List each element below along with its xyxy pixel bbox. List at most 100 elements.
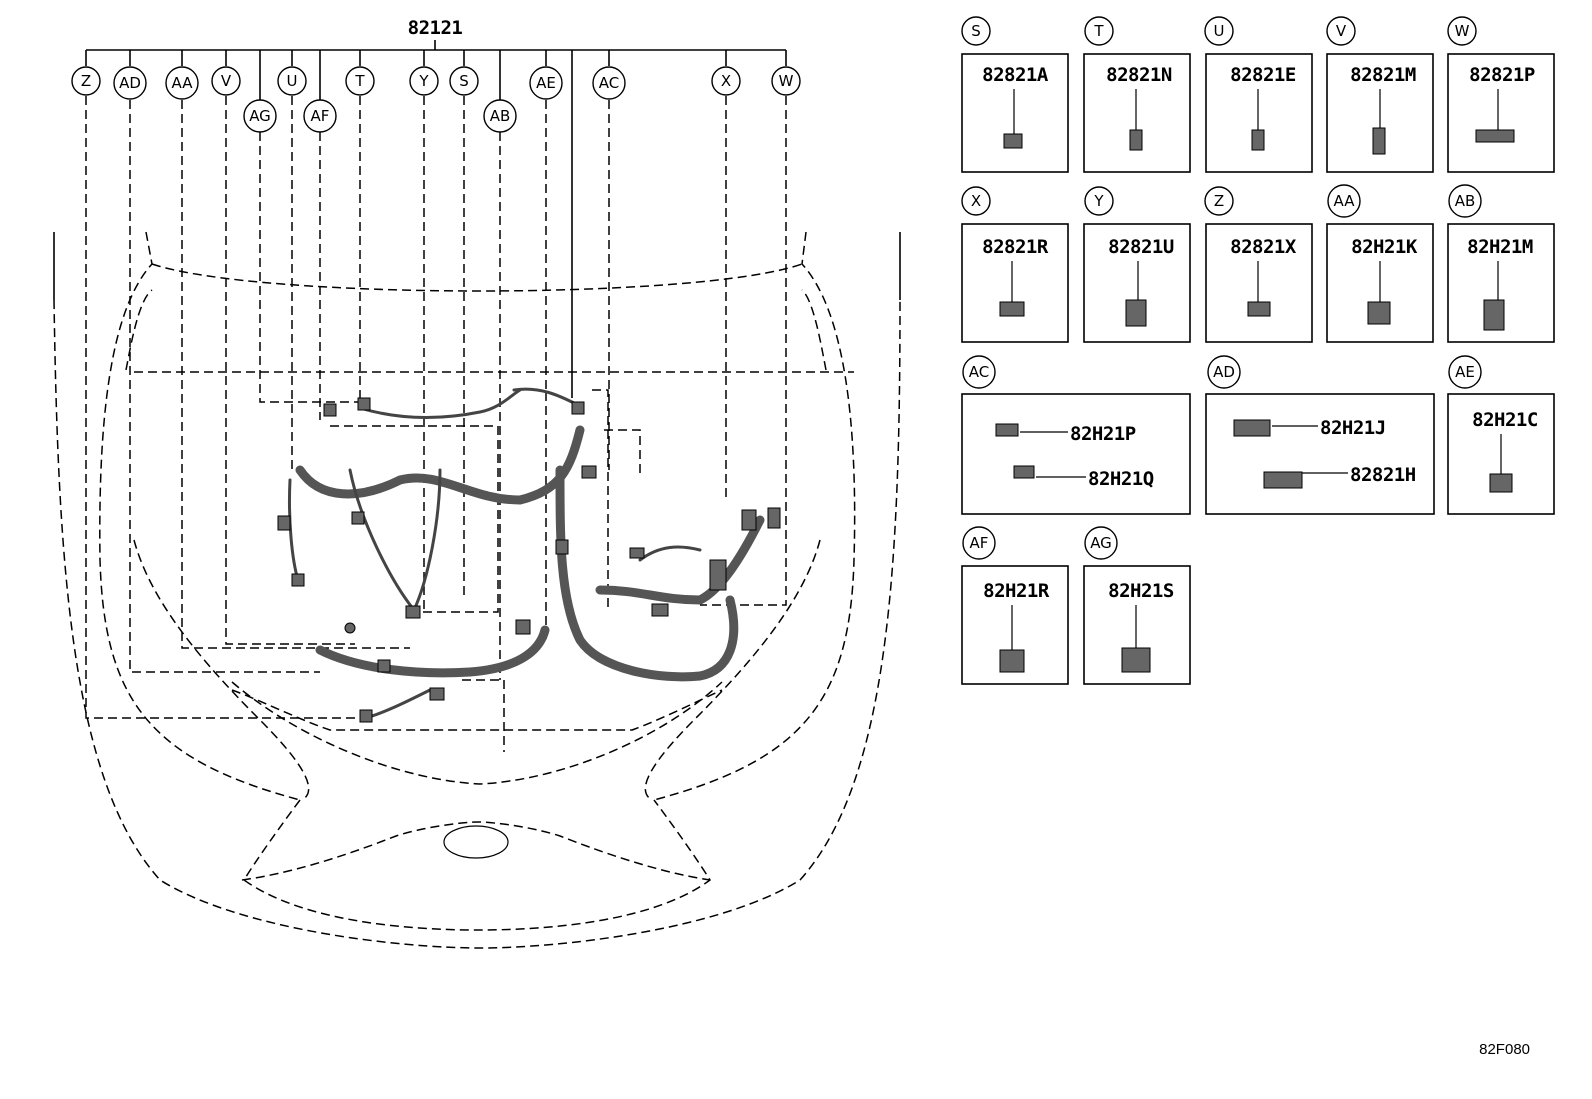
callout-label: Y [1093,192,1104,210]
wire-harness [277,387,781,723]
part-box-y[interactable]: Y 82821U [1083,186,1191,343]
part-number[interactable]: 82H21R [983,580,1050,602]
connector-icon [1233,419,1271,437]
callout-s[interactable]: S [449,66,479,96]
callout-label: S [971,22,981,40]
figure-code: 82F080 [1479,1041,1530,1058]
part-box-w[interactable]: W 82821P [1447,16,1555,173]
callout-label: AE [536,74,556,92]
part-number[interactable]: 82H21C [1472,409,1538,431]
part-box-t[interactable]: T 82821N [1083,16,1191,173]
part-number[interactable]: 82821E [1230,64,1296,86]
part-number[interactable]: 82821N [1106,64,1172,86]
callout-label: AA [1334,192,1356,210]
part-box-u[interactable]: U 82821E [1204,16,1313,173]
callout-v[interactable]: V [211,66,241,96]
callout-label: AB [490,107,511,125]
part-box-s[interactable]: S 82821A [961,16,1069,173]
part-number[interactable]: 82821R [982,236,1049,258]
part-box-ac[interactable]: AC 82H21P 82H21Q [961,355,1191,515]
callout-label: X [721,72,731,90]
callout-label: W [779,72,794,90]
part-box-x[interactable]: X 82821R [961,186,1069,343]
leader-lines [85,96,854,752]
part-number[interactable]: 82H21M [1467,236,1533,258]
part-number[interactable]: 82H21K [1351,236,1418,258]
callout-af[interactable]: AF [303,99,337,133]
connector-icon [995,423,1019,437]
callout-label: AG [249,107,271,125]
callout-ab[interactable]: AB [483,99,517,133]
main-part-number[interactable]: 82121 [408,17,463,39]
callout-ae[interactable]: AE [529,66,563,100]
connector-icon [999,649,1025,673]
part-box-v[interactable]: V 82821M [1326,16,1434,173]
part-number[interactable]: 82H21Q [1088,468,1154,490]
callout-ag[interactable]: AG [243,99,277,133]
part-number[interactable]: 82H21J [1320,417,1386,439]
callout-label: AD [119,74,141,92]
callout-label: U [287,72,298,90]
vehicle-outline [53,231,901,949]
callout-label: V [221,72,232,90]
callout-z[interactable]: Z [71,66,101,96]
callout-label: AA [172,74,194,92]
connector-icon [1003,133,1023,149]
callout-label: AF [311,107,330,125]
callout-w[interactable]: W [771,66,801,96]
connector-icon [1247,301,1271,317]
part-box-aa[interactable]: AA 82H21K [1326,184,1434,343]
callout-label: AB [1455,192,1476,210]
connector-icon [1367,301,1391,325]
connector-icon [1475,129,1515,143]
connector-icon [1121,647,1151,673]
callout-label: AD [1213,363,1235,381]
connector-icon [1263,471,1303,489]
part-box-ae[interactable]: AE 82H21C [1447,355,1555,515]
part-number[interactable]: 82H21P [1070,423,1136,445]
connector-icon [1483,299,1505,331]
connector-icon [1251,129,1265,151]
part-number[interactable]: 82H21S [1108,580,1174,602]
connector-icon [1129,129,1143,151]
callout-label: Z [1214,192,1224,210]
connector-icon [1372,127,1386,155]
connector-icon [1489,473,1513,493]
callout-label: V [1336,22,1347,40]
part-box-af[interactable]: AF 82H21R [961,526,1069,685]
callout-ad[interactable]: AD [113,66,147,100]
callout-x[interactable]: X [711,66,741,96]
callout-t[interactable]: T [345,66,375,96]
part-box-ab[interactable]: AB 82H21M [1447,184,1555,343]
callout-ac[interactable]: AC [592,66,626,100]
callout-label: AF [970,534,989,552]
callout-label: W [1455,22,1470,40]
callout-u[interactable]: U [277,66,307,96]
connector-icon [1125,299,1147,327]
part-box-ag[interactable]: AG 82H21S [1083,526,1191,685]
callout-label: AC [599,74,619,92]
callout-label: T [354,72,365,90]
part-number[interactable]: 82821A [982,64,1049,86]
connector-icon [999,301,1025,317]
callout-label: U [1214,22,1225,40]
callout-label: S [459,72,469,90]
callout-label: X [971,192,981,210]
part-number[interactable]: 82821P [1469,64,1535,86]
callout-label: AC [969,363,989,381]
callout-label: Z [81,72,91,90]
callout-label: Y [418,72,429,90]
part-number[interactable]: 82821U [1108,236,1174,258]
part-number[interactable]: 82821M [1350,64,1416,86]
callout-label: T [1093,22,1104,40]
connector-icon [1013,465,1035,479]
part-number[interactable]: 82821H [1350,464,1416,486]
callout-aa[interactable]: AA [165,66,199,100]
part-number[interactable]: 82821X [1230,236,1297,258]
part-box-z[interactable]: Z 82821X [1204,186,1313,343]
callout-label: AE [1455,363,1475,381]
callout-label: AG [1090,534,1112,552]
part-box-ad[interactable]: AD 82H21J 82821H [1205,355,1435,515]
callout-y[interactable]: Y [409,66,439,96]
